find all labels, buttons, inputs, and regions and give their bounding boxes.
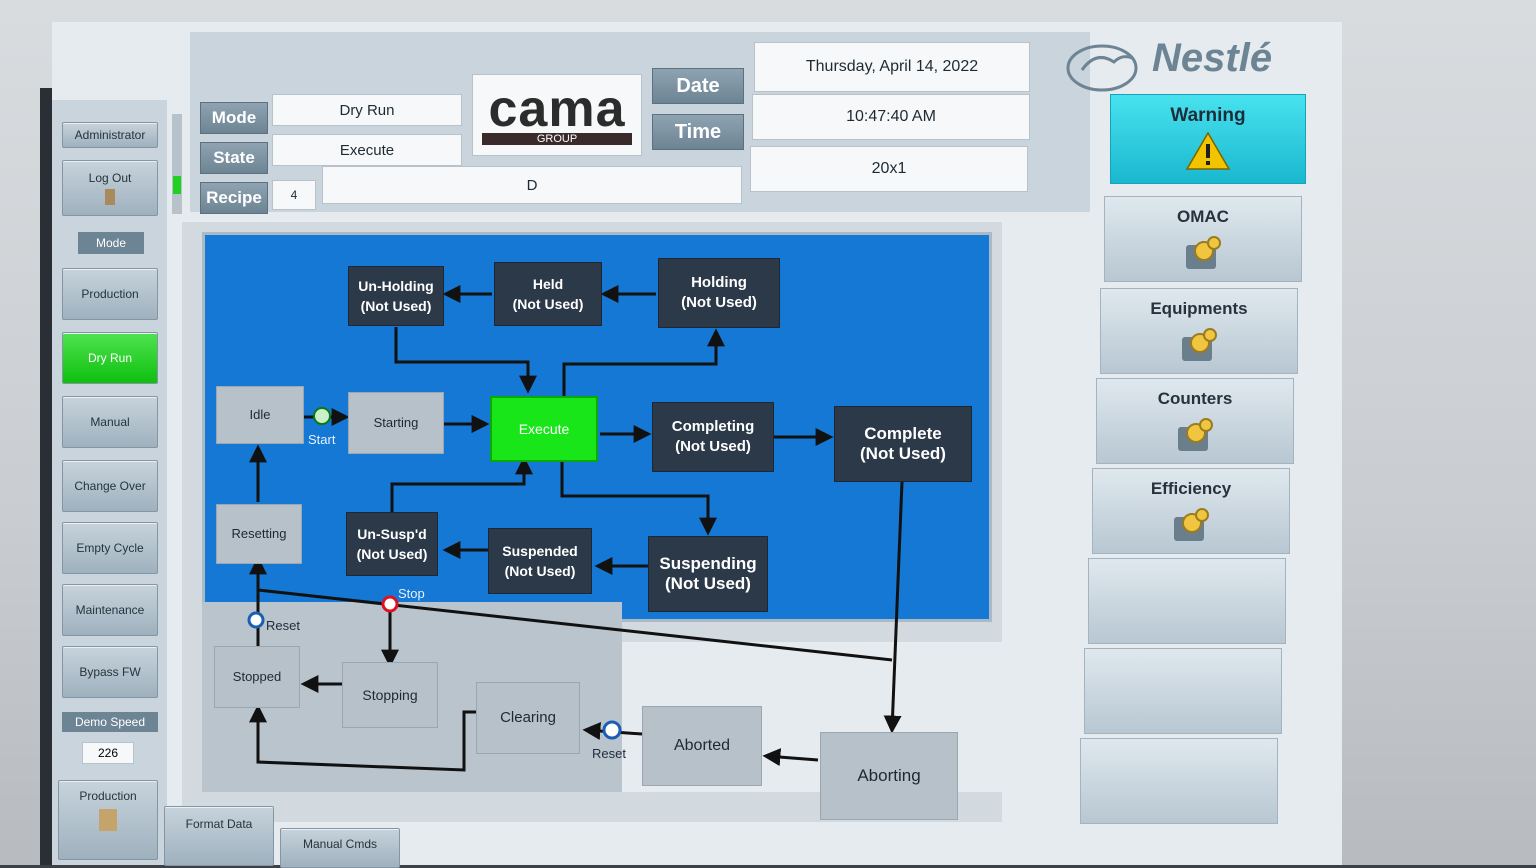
- state-label: State: [200, 142, 268, 174]
- time-value: 10:47:40 AM: [752, 94, 1030, 140]
- cama-logo-subtext: GROUP: [482, 133, 632, 145]
- state-stopping[interactable]: Stopping: [342, 662, 438, 728]
- cama-logo: cama GROUP: [472, 74, 642, 156]
- state-value: Execute: [272, 134, 462, 166]
- cama-logo-text: cama: [488, 80, 626, 138]
- warning-label: Warning: [1170, 105, 1246, 126]
- omac-button[interactable]: OMAC: [1104, 196, 1302, 282]
- logout-button[interactable]: Log Out: [62, 160, 158, 216]
- mode-value: Dry Run: [272, 94, 462, 126]
- mode-empty-cycle-button[interactable]: Empty Cycle: [62, 522, 158, 574]
- tab-manual-cmds[interactable]: Manual Cmds: [280, 828, 400, 868]
- state-completing: Completing (Not Used): [652, 402, 774, 472]
- mode-maintenance-button[interactable]: Maintenance: [62, 584, 158, 636]
- administrator-button[interactable]: Administrator: [62, 122, 158, 148]
- status-leds: [172, 114, 182, 214]
- state-execute[interactable]: Execute: [490, 396, 598, 462]
- time-label: Time: [652, 114, 744, 150]
- stop-label: Stop: [398, 586, 425, 601]
- mode-change-over-button[interactable]: Change Over: [62, 460, 158, 512]
- empty-button-3[interactable]: [1080, 738, 1278, 824]
- efficiency-gears-icon: [1174, 508, 1209, 541]
- tab-format-data-label: Format Data: [185, 817, 253, 831]
- state-suspended: Suspended (Not Used): [488, 528, 592, 594]
- equipments-gears-icon: [1182, 328, 1217, 361]
- status-led-green: [173, 176, 181, 194]
- logout-icon: [105, 189, 115, 205]
- hmi-screen: Administrator Log Out Mode Production Dr…: [52, 22, 1342, 868]
- state-aborting[interactable]: Aborting: [820, 732, 958, 820]
- equipments-button[interactable]: Equipments: [1100, 288, 1298, 374]
- tab-manual-cmds-label: Manual Cmds: [302, 837, 378, 851]
- mode-dry-run-button[interactable]: Dry Run: [62, 332, 158, 384]
- reset-label-1: Reset: [266, 618, 300, 633]
- counters-button[interactable]: Counters: [1096, 378, 1294, 464]
- format-value: 20x1: [750, 146, 1028, 192]
- recipe-name: D: [322, 166, 742, 204]
- recipe-label: Recipe: [200, 182, 268, 214]
- state-idle[interactable]: Idle: [216, 386, 304, 444]
- tab-production-label: Production: [79, 789, 137, 803]
- omac-label: OMAC: [1177, 207, 1229, 226]
- demo-speed-input[interactable]: 226: [82, 742, 134, 764]
- state-arrows: [247, 285, 904, 772]
- nestle-bird-logo-icon: [1062, 34, 1146, 94]
- state-unsuspending: Un-Susp'd (Not Used): [346, 512, 438, 576]
- counters-gears-icon: [1178, 418, 1213, 451]
- date-value: Thursday, April 14, 2022: [754, 42, 1030, 92]
- warning-button[interactable]: Warning: [1110, 94, 1306, 184]
- state-clearing[interactable]: Clearing: [476, 682, 580, 754]
- state-held: Held (Not Used): [494, 262, 602, 326]
- mode-production-button[interactable]: Production: [62, 268, 158, 320]
- equipments-label: Equipments: [1150, 299, 1248, 318]
- mode-manual-button[interactable]: Manual: [62, 396, 158, 448]
- logout-label: Log Out: [88, 171, 132, 185]
- efficiency-button[interactable]: Efficiency: [1092, 468, 1290, 554]
- omac-gears-icon: [1186, 236, 1221, 269]
- state-starting[interactable]: Starting: [348, 392, 444, 454]
- warning-triangle-icon: [1185, 131, 1231, 170]
- nestle-brand: Nestlé: [1152, 36, 1273, 80]
- counters-label: Counters: [1157, 389, 1233, 408]
- empty-button-1[interactable]: [1088, 558, 1286, 644]
- tab-production[interactable]: Production: [58, 780, 158, 860]
- start-label: Start: [308, 432, 336, 447]
- state-complete: Complete (Not Used): [834, 406, 972, 482]
- production-icon: [99, 809, 117, 831]
- mode-label: Mode: [200, 102, 268, 134]
- state-aborted[interactable]: Aborted: [642, 706, 762, 786]
- tab-format-data[interactable]: Format Data: [164, 806, 274, 866]
- state-stopped[interactable]: Stopped: [214, 646, 300, 708]
- recipe-number: 4: [272, 180, 316, 210]
- efficiency-label: Efficiency: [1150, 479, 1232, 498]
- demo-speed-label: Demo Speed: [62, 712, 158, 732]
- state-resetting[interactable]: Resetting: [216, 504, 302, 564]
- mode-header: Mode: [78, 232, 144, 254]
- state-suspending: Suspending (Not Used): [648, 536, 768, 612]
- reset-label-2: Reset: [592, 746, 626, 761]
- empty-button-2[interactable]: [1084, 648, 1282, 734]
- state-unholding: Un-Holding (Not Used): [348, 266, 444, 326]
- date-label: Date: [652, 68, 744, 104]
- state-holding: Holding (Not Used): [658, 258, 780, 328]
- mode-bypass-fw-button[interactable]: Bypass FW: [62, 646, 158, 698]
